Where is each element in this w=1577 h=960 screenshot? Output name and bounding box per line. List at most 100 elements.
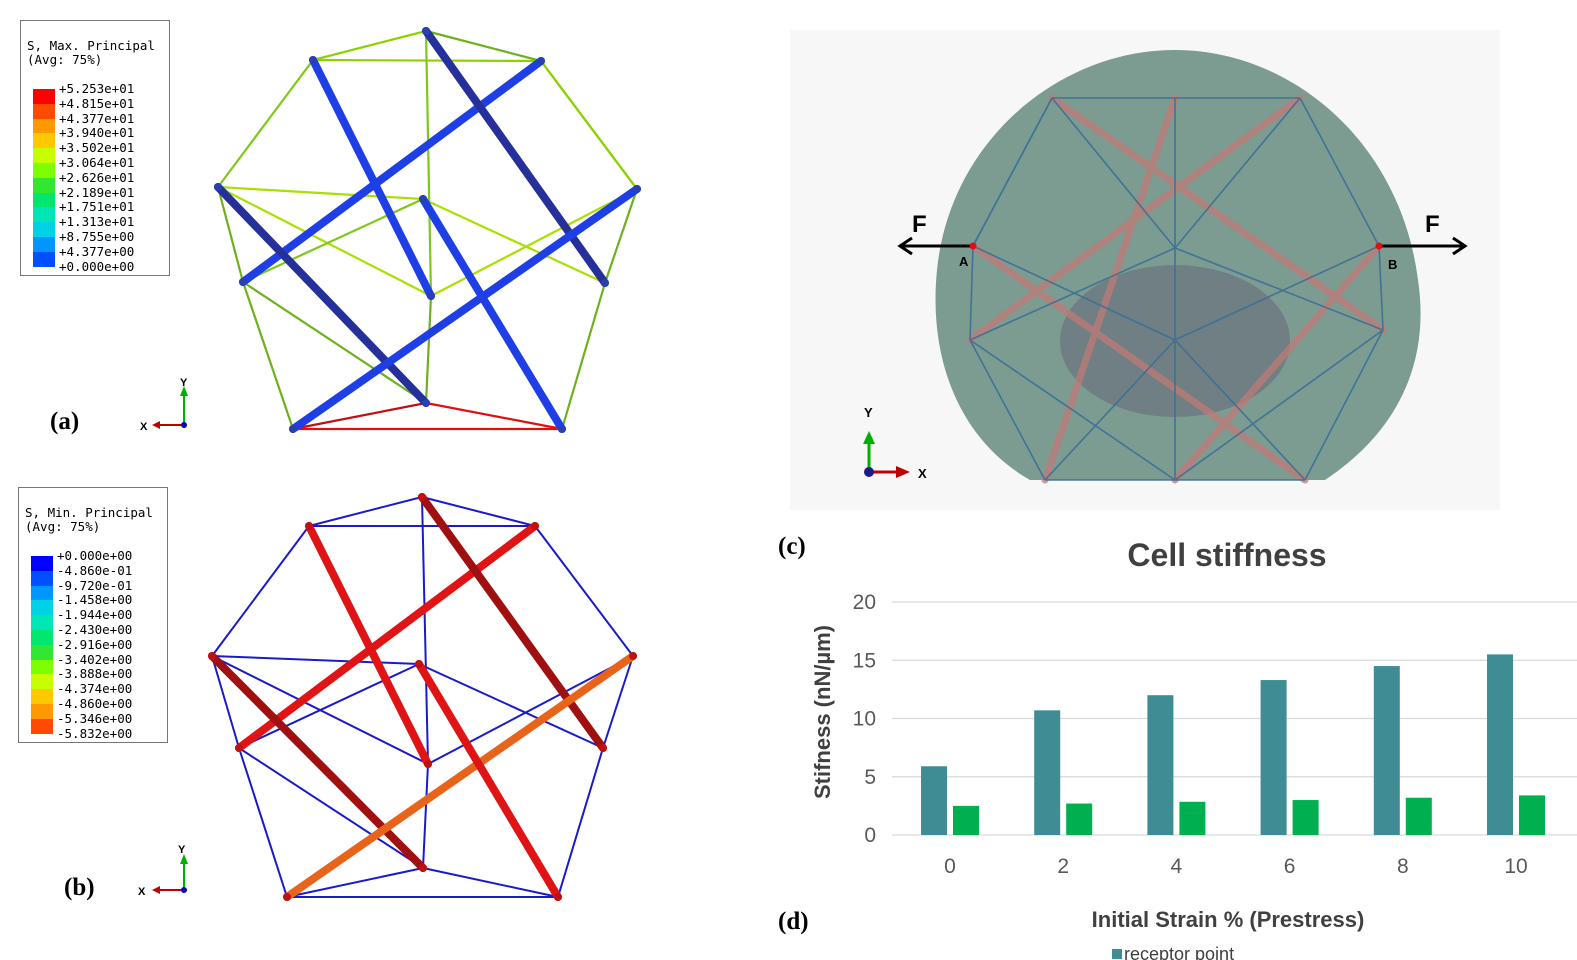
legend-title: S, Min. Principal [25, 505, 153, 520]
axis-x-label: X [138, 886, 146, 898]
strut [289, 185, 641, 433]
axis-x-label: X [918, 466, 927, 481]
legend-row: +3.502e+01 [21, 140, 169, 163]
cable [425, 401, 563, 431]
cable [603, 188, 639, 284]
legend-color-swatch [33, 251, 55, 267]
legend-title: S, Max. Principal [27, 38, 155, 53]
strut [309, 56, 435, 300]
legend-value: +3.502e+01 [59, 140, 135, 156]
legend-row: -5.832e+00 [19, 726, 167, 742]
legend-color-swatch [31, 615, 53, 630]
legend-value: -4.860e-01 [57, 562, 133, 578]
legend-value: +4.815e+01 [59, 95, 135, 111]
legend-value: +0.000e+00 [57, 548, 133, 563]
cable [425, 29, 542, 63]
legend-color-swatch [33, 103, 55, 119]
legend-color-swatch [33, 236, 55, 252]
axis-triad-b: Y X [138, 844, 188, 898]
bar [1292, 800, 1319, 835]
legend-row: +4.377e+00 [21, 243, 169, 267]
legend-row: -1.458e+00 [19, 592, 167, 616]
legend-value: +1.751e+01 [59, 199, 135, 215]
cable [217, 185, 424, 201]
bar [1487, 654, 1513, 835]
bar [1260, 680, 1287, 835]
legend-subtitle: (Avg: 75%) [25, 519, 101, 534]
chart-gridlines [892, 601, 1577, 836]
legend-color-swatch [31, 585, 53, 601]
strut [239, 57, 545, 286]
cable [430, 188, 638, 297]
legend-value: -1.458e+00 [57, 592, 133, 608]
legend-row: -2.430e+00 [19, 621, 167, 645]
legend-entry-receptor: receptor point [1124, 944, 1234, 960]
legend-row: -2.916e+00 [19, 637, 167, 660]
legend-color-swatch [33, 192, 55, 208]
legend-swatch-receptor [1112, 949, 1122, 959]
bar [1147, 695, 1174, 835]
force-label-left: F [912, 211, 927, 238]
x-tick-label: 4 [1171, 855, 1183, 878]
legend-color-swatch [31, 570, 53, 586]
cable [217, 186, 432, 297]
legend-value: +4.377e+00 [59, 243, 135, 259]
legend-scale: +5.253e+01+4.815e+01+4.377e+01+3.940e+01… [21, 81, 169, 274]
panel-label-c: (c) [778, 533, 806, 560]
strut [214, 183, 430, 407]
legend-row: -5.346e+00 [19, 711, 167, 734]
legend-color-swatch [31, 644, 53, 660]
legend-value: +3.940e+01 [59, 125, 135, 141]
legend-row: +3.940e+01 [21, 125, 169, 149]
legend-subtitle: (Avg: 75%) [27, 52, 103, 67]
y-tick-label: 15 [853, 649, 876, 672]
legend-color-swatch [33, 177, 55, 193]
point-a-label: A [959, 254, 969, 269]
legend-color-swatch [31, 703, 53, 719]
tensegrity-model-b [208, 493, 637, 901]
legend-color-swatch [33, 148, 55, 163]
legend-color-swatch [31, 659, 53, 675]
legend-scale: +0.000e+00-4.860e-01-9.720e-01-1.458e+00… [19, 548, 167, 742]
legend-value: -4.374e+00 [57, 681, 133, 697]
cable [312, 29, 427, 62]
bar [1405, 797, 1432, 835]
bar [1034, 710, 1061, 835]
legend-row: -4.374e+00 [19, 681, 167, 704]
legend-color-swatch [33, 222, 55, 237]
strut [419, 195, 566, 433]
legend-color-swatch [33, 89, 55, 104]
legend-value: -2.430e+00 [57, 621, 133, 637]
tensegrity-model-a [214, 27, 641, 433]
y-tick-label: 0 [864, 824, 876, 847]
cable [241, 281, 295, 430]
legend-color-swatch [33, 207, 55, 223]
legend-row: -1.944e+00 [19, 607, 167, 630]
cable [540, 60, 638, 190]
bar [921, 766, 947, 835]
cable [216, 186, 245, 283]
y-tick-label: 20 [853, 591, 876, 614]
legend-row: +4.815e+01 [21, 95, 169, 119]
cell-membrane [935, 50, 1421, 480]
legend-value: +8.755e+00 [59, 228, 135, 244]
x-tick-label: 0 [944, 855, 956, 878]
legend-color-swatch [31, 718, 53, 734]
x-axis-label: Initial Strain % (Prestress) [1092, 907, 1365, 932]
chart-bars [921, 654, 1545, 835]
bar [1519, 795, 1545, 835]
legend-row: +2.626e+01 [21, 170, 169, 193]
legend-color-swatch [31, 689, 53, 704]
legend-value: +5.253e+01 [59, 81, 135, 96]
y-tick-label: 10 [853, 708, 876, 731]
stress-legend-a: S, Max. Principal (Avg: 75%) +5.253e+01+… [20, 20, 170, 276]
panel-label-d: (d) [778, 908, 809, 935]
cable [217, 59, 314, 188]
x-tick-label: 2 [1057, 855, 1069, 878]
chart-title: Cell stiffness [1127, 537, 1326, 573]
legend-value: -3.402e+00 [57, 651, 133, 667]
legend-row: -3.402e+00 [19, 651, 167, 675]
legend-color-swatch [33, 162, 55, 178]
